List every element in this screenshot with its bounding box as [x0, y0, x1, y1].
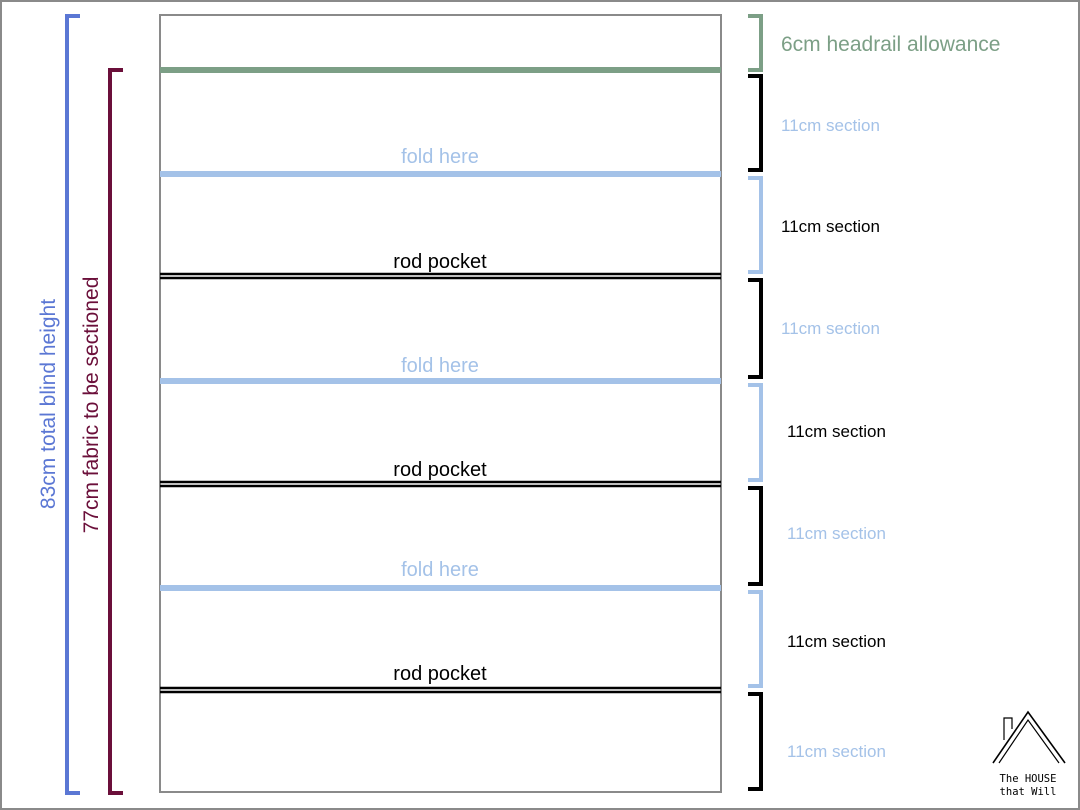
section-bracket	[748, 278, 763, 379]
total-height-bracket	[65, 14, 80, 795]
line-group: fold here rod pocket fold here rod pocket fo…	[160, 146, 721, 694]
rod-pocket-label: rod pocket	[393, 251, 487, 273]
blind-outline	[159, 14, 722, 793]
section-bracket	[748, 74, 763, 172]
section-label: 11cm section	[787, 632, 886, 651]
house-roof-inner-icon	[998, 718, 1060, 764]
house-logo: The HOUSE that Will	[992, 710, 1066, 798]
headrail-label: 6cm headrail allowance	[781, 33, 1000, 56]
section-bracket	[748, 590, 763, 688]
fold-label: fold here	[401, 355, 479, 377]
section-label: 11cm section	[781, 319, 880, 338]
logo-line-1: The HOUSE	[1000, 773, 1057, 785]
headrail-bracket	[748, 14, 763, 72]
section-group: 11cm section 11cm section 11cm section 11cm…	[748, 74, 886, 791]
section-label: 11cm section	[787, 742, 886, 761]
section-bracket	[748, 383, 763, 482]
house-roof-outer-icon	[992, 710, 1066, 764]
rod-pocket-label: rod pocket	[393, 459, 487, 481]
house-chimney-icon	[1003, 717, 1013, 740]
total-height-label: 83cm total blind height	[37, 299, 60, 509]
fabric-label: 77cm fabric to be sectioned	[80, 277, 103, 534]
fold-label: fold here	[401, 559, 479, 581]
section-label: 11cm section	[781, 217, 880, 236]
section-label: 11cm section	[787, 422, 886, 441]
section-bracket	[748, 176, 763, 274]
section-label: 11cm section	[787, 524, 886, 543]
section-bracket	[748, 692, 763, 791]
logo-line-2: that Will	[1000, 786, 1057, 798]
fabric-bracket	[108, 68, 123, 795]
rod-pocket-label: rod pocket	[393, 663, 487, 685]
section-label: 11cm section	[781, 116, 880, 135]
fold-label: fold here	[401, 146, 479, 168]
section-bracket	[748, 486, 763, 586]
